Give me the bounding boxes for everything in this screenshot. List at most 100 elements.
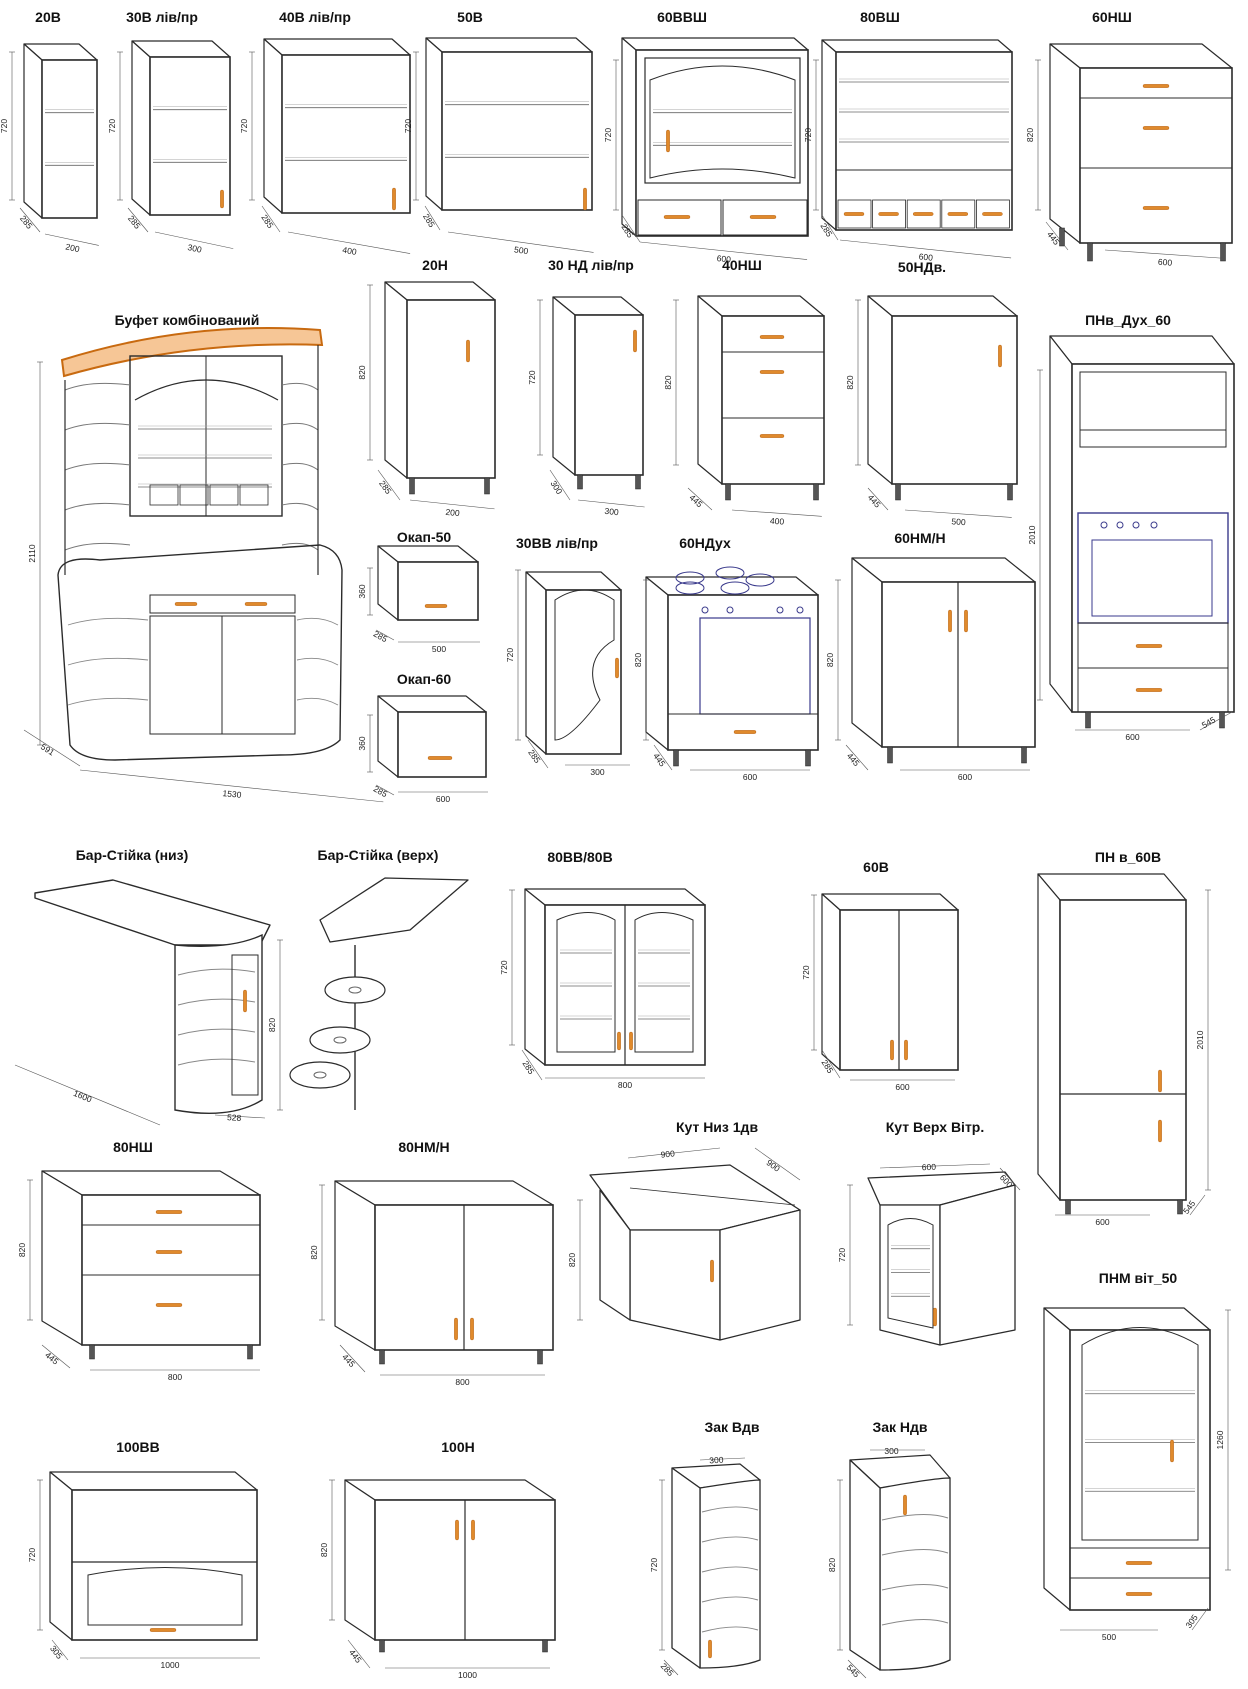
cabinet-leg (484, 477, 490, 495)
cabinet-leg (887, 746, 893, 764)
drawer-handle (149, 1628, 177, 1632)
door-handle (617, 1031, 621, 1051)
width-dim: 400 (342, 245, 358, 257)
module-title: ПНв_Дух_60 (1085, 312, 1171, 328)
module-title: 50НДв. (898, 259, 946, 275)
drawer-handle (1142, 206, 1170, 210)
module-title: 40В лів/пр (279, 9, 351, 25)
height-dim: 820 (309, 1245, 319, 1259)
drawer-handle (843, 212, 865, 216)
glass-door (887, 1218, 934, 1329)
side-shelf (64, 382, 131, 391)
cabinet-leg (1219, 711, 1225, 729)
module-title: ПНМ віт_50 (1099, 1270, 1178, 1286)
width-dim: 600 (1095, 1217, 1109, 1227)
cabinet-leg (542, 1639, 548, 1653)
height-dim: 720 (0, 119, 9, 133)
width-dim: 1530 (222, 788, 242, 800)
cabinet-leg (89, 1344, 95, 1360)
curved-shelf (881, 1513, 949, 1521)
height-dim: 820 (357, 365, 367, 379)
height-dim: 720 (603, 128, 613, 142)
side-shelf (281, 422, 319, 431)
cabinet-leg (1087, 242, 1093, 262)
height-dim: 360 (357, 736, 367, 750)
round-shelf (324, 976, 386, 1004)
width-dim: 600 (716, 253, 731, 264)
depth-dim: 285 (659, 1661, 676, 1678)
depth-dim: 305 (48, 1643, 65, 1661)
burner (675, 581, 705, 595)
depth-dim: 285 (372, 784, 389, 800)
height-dim: 820 (1025, 128, 1035, 142)
drawer-handle (733, 730, 757, 734)
cabinet-leg (1220, 242, 1226, 262)
oven-knob (1116, 521, 1124, 529)
drawer-handle (663, 215, 691, 219)
depth-dim: 285 (526, 748, 543, 766)
door-handle (1170, 1439, 1174, 1463)
bar-shelf (177, 1058, 256, 1066)
shelf-hub (333, 1036, 347, 1044)
cabinet-leg (577, 474, 583, 490)
module-title: 60НМ/Н (894, 530, 945, 546)
drawer-handle (749, 215, 777, 219)
width-dim: 1000 (161, 1660, 180, 1670)
width-dim: 800 (455, 1377, 469, 1387)
width-a-dim: 900 (660, 1148, 675, 1160)
depth-dim: 285 (421, 212, 437, 230)
width-dim: 300 (884, 1446, 898, 1456)
module-title: Кут Низ 1дв (676, 1119, 758, 1135)
height-dim: 820 (267, 1018, 277, 1032)
stove-knob (796, 606, 804, 614)
curved-shelf (701, 1536, 759, 1543)
height-dim: 1260 (1215, 1430, 1225, 1449)
depth-dim: 445 (866, 492, 883, 509)
drawer-handle (1142, 126, 1170, 130)
stove-knob (701, 606, 709, 614)
height-dim: 720 (505, 648, 515, 662)
cabinet-leg (673, 749, 679, 767)
curved-shelf (701, 1566, 759, 1573)
module-title: ПН в_60В (1095, 849, 1161, 865)
side-shelf (281, 542, 319, 551)
drawer-handle (155, 1250, 183, 1254)
burner (675, 571, 705, 585)
cabinet-leg (537, 1349, 543, 1365)
door-handle (708, 1639, 712, 1659)
height-dim: 720 (403, 119, 413, 133)
height-dim: 360 (357, 584, 367, 598)
burner (720, 581, 750, 595)
glass-door-left (556, 912, 616, 1053)
module-title: 20В (35, 9, 61, 25)
door-handle (455, 1519, 459, 1541)
cabinet-leg (1085, 711, 1091, 729)
base-body (57, 544, 343, 761)
cabinet-leg (247, 1344, 253, 1360)
width-dim: 1000 (458, 1670, 477, 1680)
cabinet-leg (895, 483, 901, 501)
drawer-handle (1135, 688, 1163, 692)
door-handle (471, 1519, 475, 1541)
arch (134, 379, 279, 401)
module-title: 100ВВ (116, 1439, 160, 1455)
drawer-handle (982, 212, 1003, 216)
depth-dim: 445 (347, 1647, 364, 1665)
drawer-handle (878, 212, 899, 216)
width-dim: 500 (1102, 1632, 1116, 1642)
width-dim: 600 (743, 772, 757, 782)
width-dim: 600 (918, 251, 933, 262)
drawer-handle (1135, 644, 1163, 648)
